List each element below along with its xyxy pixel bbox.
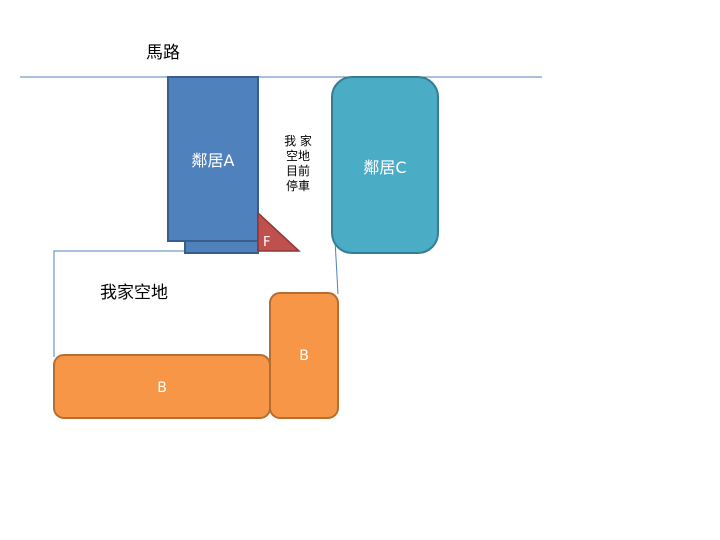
- triangle-f-label: F: [263, 235, 270, 250]
- neighbor-a-label: 鄰居A: [192, 151, 235, 170]
- lot-boundary-right: [334, 239, 339, 295]
- neighbor-c-label: 鄰居C: [363, 158, 406, 177]
- road-label: 馬路: [146, 43, 180, 63]
- building-b-tall: [269, 292, 339, 419]
- neighbor-a-building: [167, 76, 259, 242]
- neighbor-c-building: [331, 76, 439, 254]
- parking-note-line-4: 停車: [286, 178, 310, 193]
- parking-note-line-3: 目前: [286, 163, 310, 178]
- building-b-tall-label: B: [299, 348, 309, 364]
- parking-note-line-1: 我 家: [284, 133, 312, 148]
- triangle-f: [257, 211, 301, 252]
- parking-note-line-2: 空地: [286, 149, 310, 163]
- my-lot-label: 我家空地: [100, 283, 168, 303]
- lot-boundary-left: [53, 250, 185, 357]
- building-b-wide-label: B: [157, 380, 167, 396]
